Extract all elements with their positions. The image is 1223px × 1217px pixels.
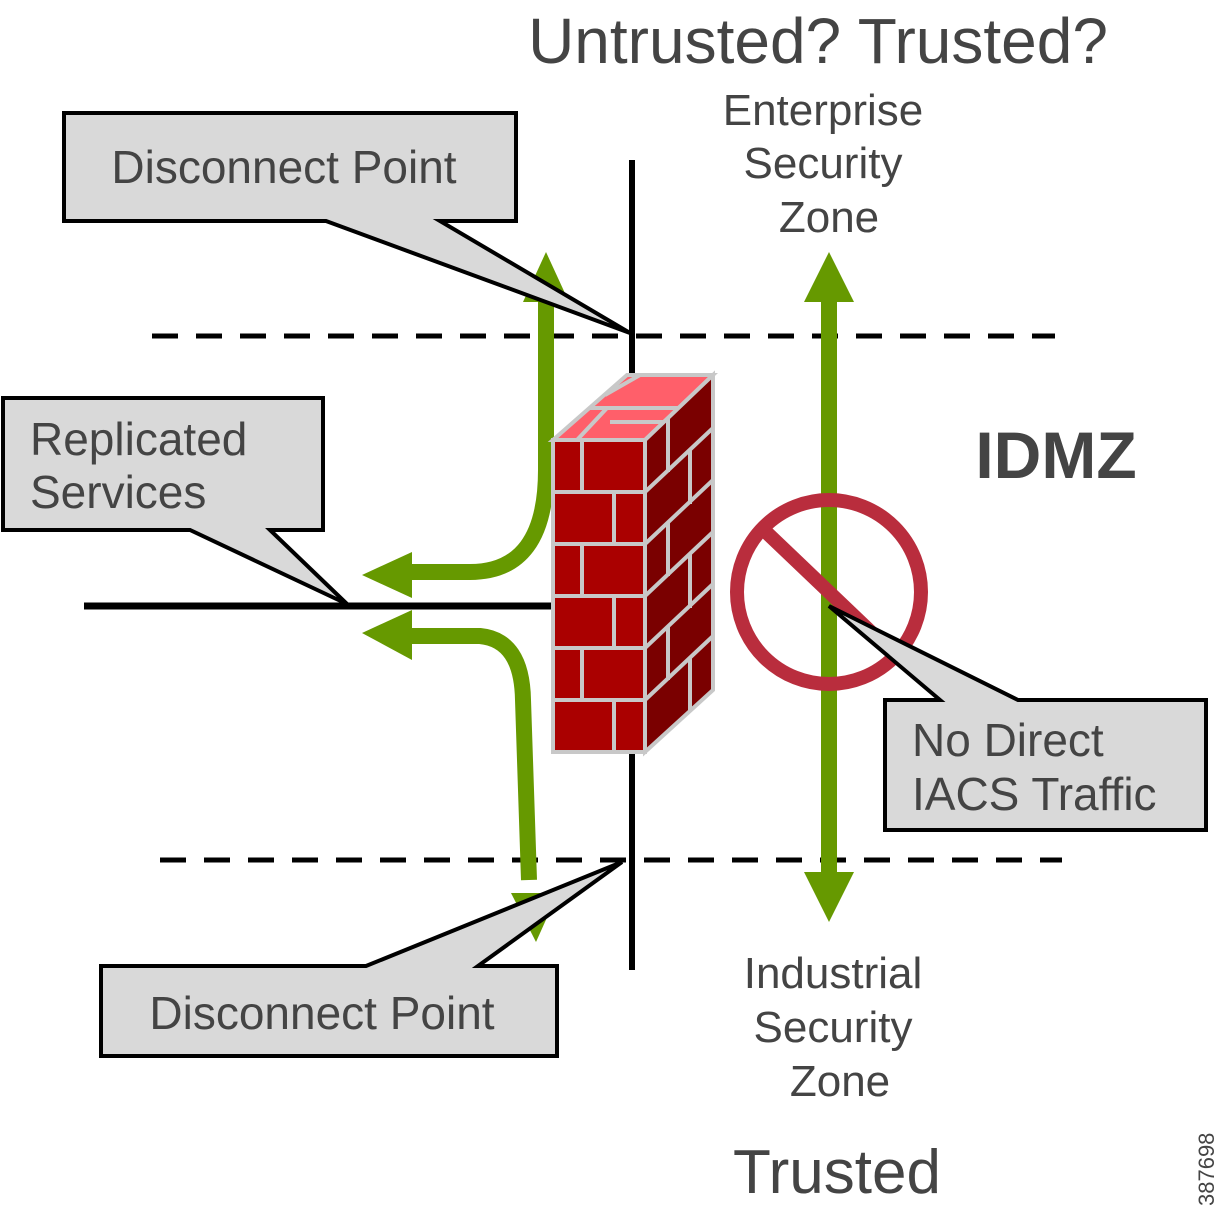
callout-replicated-services: Replicated Services [1,396,349,606]
callout-replicated-line1: Replicated [30,413,247,465]
industrial-zone-line1: Industrial [744,949,923,998]
enterprise-zone-line1: Enterprise [723,86,924,135]
enterprise-zone-line2: Security [744,139,903,188]
lower-arrow-head-left [362,610,412,660]
upper-curved-arrow-shaft [400,300,554,580]
callout-replicated-line2: Services [30,466,206,518]
callout-disconnect-bottom: Disconnect Point [99,860,624,1058]
trusted-label: Trusted [733,1138,941,1207]
callout-disconnect-top: Disconnect Point [62,111,632,335]
firewall-icon [547,370,718,757]
title: Untrusted? Trusted? [528,5,1108,77]
lower-curved-arrow-shaft [410,628,537,881]
callout-disconnect-top-text: Disconnect Point [111,141,456,193]
industrial-zone-line3: Zone [790,1057,890,1106]
direct-arrow-head-up [804,252,854,302]
idmz-label: IDMZ [975,418,1136,492]
industrial-zone-line2: Security [754,1003,913,1052]
callout-no-direct: No Direct IACS Traffic [827,604,1208,832]
replication-arrows [362,252,569,942]
callout-no-direct-line1: No Direct [912,714,1104,766]
upper-arrow-head-left [362,552,412,598]
direct-arrow-head-down [804,872,854,922]
callout-no-direct-line2: IACS Traffic [912,768,1157,820]
enterprise-zone-line3: Zone [779,193,879,242]
callout-disconnect-bottom-text: Disconnect Point [149,987,494,1039]
figure-id: 387698 [1194,1133,1219,1206]
